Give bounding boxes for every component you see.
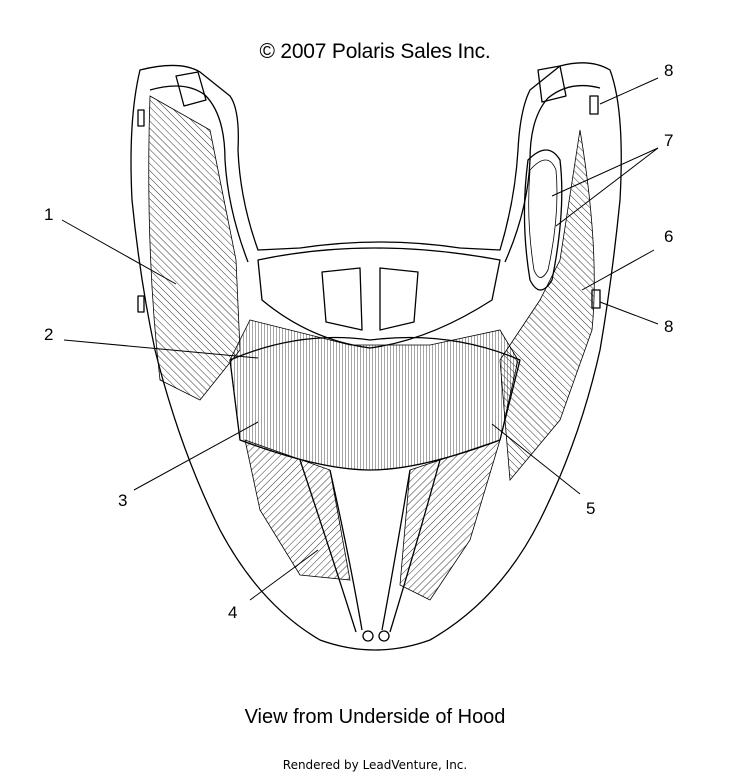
lower-right-nose-hatch [399,439,501,601]
copyright-notice: © 2007 Polaris Sales Inc. [259,40,491,63]
callout-7: 7 [664,131,674,150]
leader-5 [491,423,581,495]
hood-outline [130,62,622,651]
leader-4 [249,549,319,601]
callout-3: 3 [118,491,128,510]
diagram-caption: View from Underside of Hood [244,706,506,728]
callout-4: 4 [228,603,238,622]
leader-3 [133,421,259,491]
leader-8-top [599,77,659,105]
lower-left-nose-hatch [244,439,351,581]
leader-2 [63,339,259,359]
leader-6 [581,249,655,291]
callout-5: 5 [586,499,596,518]
leader-8-bottom [599,301,659,325]
callout-2: 2 [44,325,54,344]
left-side-panel-hatch [148,95,241,401]
right-side-panel-hatch [499,129,595,482]
leader-7a [551,147,659,197]
center-panel-hatch [229,319,519,471]
callout-1: 1 [44,205,54,224]
callout-8-top: 8 [664,61,674,80]
leader-7b [555,147,659,227]
render-credit: Rendered by LeadVenture, Inc. [282,758,468,772]
callout-8-bottom: 8 [664,317,674,336]
leader-1 [61,219,177,285]
right-oval-vent-fill [528,159,558,278]
callout-6: 6 [664,227,674,246]
